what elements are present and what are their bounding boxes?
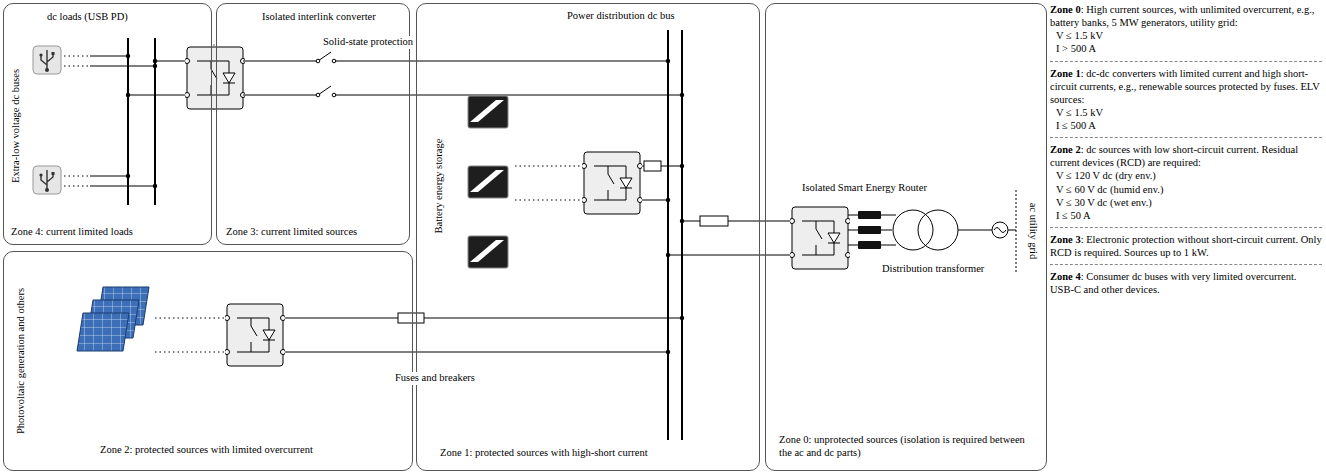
part-label: Solid-state protection xyxy=(322,36,414,49)
legend-line: Zone 2: dc sources with low short-circui… xyxy=(1050,143,1322,169)
dc-bus xyxy=(668,30,682,440)
battery-converter xyxy=(582,152,643,214)
legend-block: Zone 2: dc sources with low short-circui… xyxy=(1050,142,1322,228)
zone-text: Battery energy storage xyxy=(433,138,446,235)
pv-panels xyxy=(77,287,149,351)
legend-block: Zone 3: Electronic protection without sh… xyxy=(1050,232,1322,265)
router-wires xyxy=(668,190,1016,272)
inductors xyxy=(858,211,881,249)
legend-line: I ≤ 500 A xyxy=(1050,119,1322,132)
legend-line: V ≤ 120 V dc (dry env.) xyxy=(1050,169,1322,182)
bus-dots xyxy=(666,59,684,354)
zone-text: Extra-low voltage dc buses xyxy=(10,68,23,184)
zone-legend: Zone 0: High current sources, with unlim… xyxy=(1050,2,1322,305)
legend-text: Zone 3 xyxy=(1050,234,1081,245)
zone-text: Zone 0: unprotected sources (isolation i… xyxy=(778,434,1036,459)
zone-box: Photovoltaic generation and othersZone 2… xyxy=(3,251,413,471)
legend-text: I ≤ 50 A xyxy=(1056,210,1091,221)
legend-text: : Electronic protection without short-ci… xyxy=(1050,234,1322,258)
legend-line: I ≤ 50 A xyxy=(1050,209,1322,222)
legend-line: V ≤ 60 V dc (humid env.) xyxy=(1050,183,1322,196)
zone-text: Zone 3: current limited sources xyxy=(225,226,358,239)
zone-text: Isolated interlink converter xyxy=(261,11,377,24)
zone-box: Power distribution dc busBattery energy … xyxy=(416,3,760,471)
legend-text: I ≤ 500 A xyxy=(1056,120,1096,131)
legend-line: Zone 1: dc-dc converters with limited cu… xyxy=(1050,67,1322,106)
legend-line: Zone 3: Electronic protection without sh… xyxy=(1050,233,1322,259)
legend-text: V ≤ 30 V dc (wet env.) xyxy=(1056,197,1152,208)
legend-text: V ≤ 1.5 kV xyxy=(1056,107,1103,118)
legend-text: : Consumer dc buses with very limited ov… xyxy=(1050,271,1296,295)
smart-energy-router xyxy=(790,207,851,269)
legend-block: Zone 0: High current sources, with unlim… xyxy=(1050,2,1322,62)
legend-text: Zone 1 xyxy=(1050,68,1081,79)
legend-block: Zone 1: dc-dc converters with limited cu… xyxy=(1050,66,1322,139)
legend-line: I > 500 A xyxy=(1050,42,1322,55)
legend-line: Zone 0: High current sources, with unlim… xyxy=(1050,3,1322,29)
zone-text: Power distribution dc bus xyxy=(566,10,676,23)
zone-text: Photovoltaic generation and others xyxy=(15,287,28,435)
junction-dots xyxy=(126,54,157,188)
part-label: Fuses and breakers xyxy=(394,372,476,385)
zone-box: dc loads (USB PD) Extra-low voltage dc bu… xyxy=(3,3,212,245)
legend-text: : High current sources, with unlimited o… xyxy=(1050,4,1315,28)
legend-text: : dc sources with low short-circuit curr… xyxy=(1050,144,1298,168)
legend-line: V ≤ 1.5 kV xyxy=(1050,29,1322,42)
zone-text: Distribution transformer xyxy=(881,263,985,276)
legend-text: V ≤ 60 V dc (humid env.) xyxy=(1056,184,1163,195)
zone-text: Zone 1: protected sources with high-shor… xyxy=(439,447,649,460)
legend-line: V ≤ 30 V dc (wet env.) xyxy=(1050,196,1322,209)
zone-box: Isolated Smart Energy RouterDistribution… xyxy=(765,3,1047,471)
zone-text: dc loads (USB PD) xyxy=(46,11,129,24)
transformer xyxy=(893,210,958,250)
pv-converter xyxy=(225,304,286,366)
legend-text: Zone 4 xyxy=(1050,271,1081,282)
legend-text: V ≤ 1.5 kV xyxy=(1056,30,1103,41)
solid-state-switches xyxy=(243,52,682,97)
legend-text: : dc-dc converters with limited current … xyxy=(1050,68,1320,105)
interlink-converter xyxy=(185,47,246,109)
legend-text: V ≤ 120 V dc (dry env.) xyxy=(1056,170,1156,181)
legend-text: Zone 0 xyxy=(1050,4,1081,15)
legend-line: Zone 4: Consumer dc buses with very limi… xyxy=(1050,270,1322,296)
legend-block: Zone 4: Consumer dc buses with very limi… xyxy=(1050,269,1322,301)
zone-text: Zone 4: current limited loads xyxy=(10,226,134,239)
legend-text: I > 500 A xyxy=(1056,43,1096,54)
zone-text: Isolated Smart Energy Router xyxy=(801,182,928,195)
legend-line: V ≤ 1.5 kV xyxy=(1050,106,1322,119)
zone-text: Zone 2: protected sources with limited o… xyxy=(99,444,314,457)
legend-text: Zone 2 xyxy=(1050,144,1081,155)
zone-text: ac utility grid xyxy=(1027,202,1040,261)
ac-source xyxy=(992,222,1016,238)
battery-bank xyxy=(468,96,508,268)
usb-icons xyxy=(33,46,61,194)
